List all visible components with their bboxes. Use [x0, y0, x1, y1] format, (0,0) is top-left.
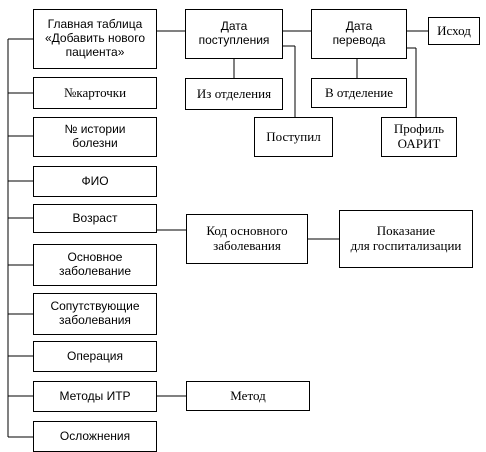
node-hospitalization-indication[interactable]: Показание для госпитализации	[339, 210, 473, 268]
node-method[interactable]: Метод	[186, 381, 310, 411]
node-admission-date[interactable]: Дата поступления	[185, 9, 283, 59]
node-outcome[interactable]: Исход	[428, 17, 480, 45]
node-transfer-date-label: Дата перевода	[332, 19, 386, 47]
node-main-disease-code-label: Код основного заболевания	[206, 223, 288, 253]
node-age-label: Возраст	[72, 210, 118, 225]
node-to-department-label: В отделение	[324, 84, 394, 100]
node-outcome-label: Исход	[437, 22, 471, 38]
node-main-disease-code[interactable]: Код основного заболевания	[186, 214, 308, 264]
node-oarit-profile[interactable]: Профиль ОАРИТ	[381, 117, 457, 157]
node-main-disease-label: Основное заболевание	[58, 250, 132, 278]
node-hospitalization-indication-label: Показание для госпитализации	[350, 223, 462, 253]
node-method-label: Метод	[230, 387, 266, 403]
node-full-name[interactable]: ФИО	[33, 166, 157, 197]
node-operation-label: Операция	[67, 348, 123, 363]
node-itr-methods[interactable]: Методы ИТР	[33, 381, 157, 412]
node-case-history-number[interactable]: № истории болезни	[33, 117, 157, 157]
node-transfer-date[interactable]: Дата перевода	[311, 9, 407, 59]
node-to-department[interactable]: В отделение	[311, 78, 407, 108]
node-from-department-label: Из отделения	[196, 85, 272, 101]
node-complications-label: Осложнения	[59, 428, 131, 443]
node-comorbidities-label: Сопутствующие заболевания	[50, 299, 140, 327]
node-admitted-label: Поступил	[266, 128, 321, 144]
node-card-number-label: №карточки	[63, 84, 127, 100]
node-main-table[interactable]: Главная таблица «Добавить нового пациент…	[33, 9, 157, 69]
node-oarit-profile-label: Профиль ОАРИТ	[393, 121, 445, 151]
node-itr-methods-label: Методы ИТР	[59, 388, 131, 403]
node-from-department[interactable]: Из отделения	[185, 78, 283, 110]
node-comorbidities[interactable]: Сопутствующие заболевания	[33, 293, 157, 335]
node-case-history-number-label: № истории болезни	[64, 122, 126, 150]
node-age[interactable]: Возраст	[33, 204, 157, 233]
node-main-disease[interactable]: Основное заболевание	[33, 244, 157, 286]
node-admission-date-label: Дата поступления	[198, 19, 270, 47]
node-full-name-label: ФИО	[81, 173, 109, 188]
node-operation[interactable]: Операция	[33, 341, 157, 372]
node-card-number[interactable]: №карточки	[33, 77, 157, 109]
node-admitted[interactable]: Поступил	[254, 117, 333, 157]
node-complications[interactable]: Осложнения	[33, 421, 157, 452]
node-main-table-label: Главная таблица «Добавить нового пациент…	[44, 17, 146, 59]
